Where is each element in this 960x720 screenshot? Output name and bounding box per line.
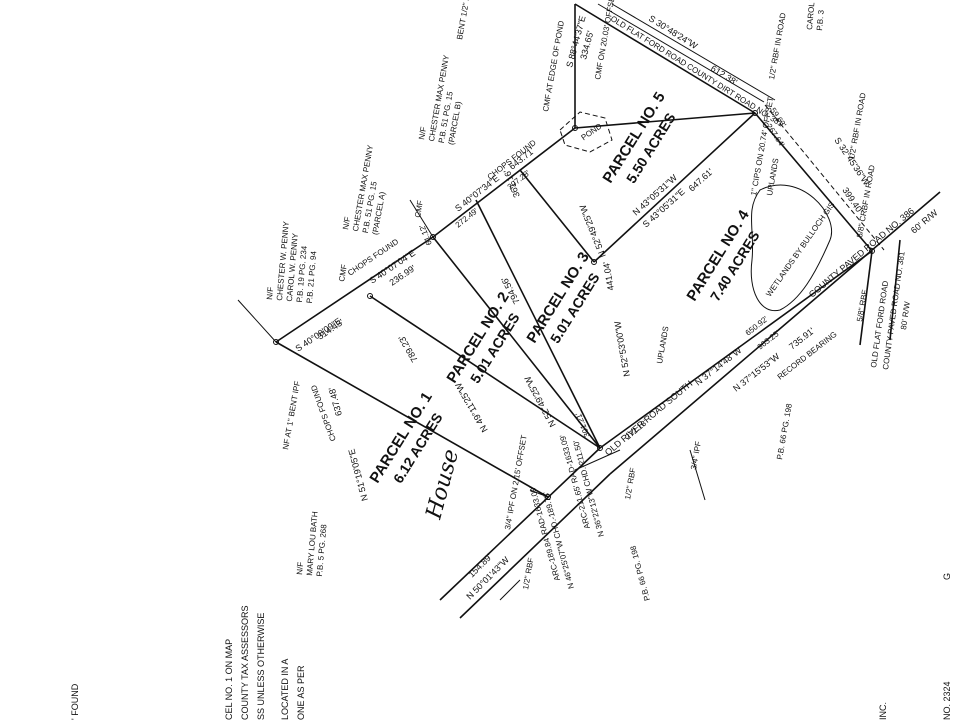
rbf-half-1: 1/2" RBF <box>521 557 535 590</box>
pb-66-2: P.B. 66 PG. 198 <box>628 544 652 602</box>
left-note-2: CEL NO. 1 ON MAP <box>224 639 234 720</box>
cmf-offset: CMF ON 20.03' OFFSET <box>593 0 617 80</box>
bearing-13: N 37°15'53"W <box>731 351 782 394</box>
cmf-1: CMF <box>337 264 349 283</box>
footer-no: NO. 2324 <box>942 681 952 720</box>
footer-g: G <box>942 573 952 580</box>
owner-3-label: N/F <box>417 126 428 140</box>
uplands-1: UPLANDS <box>655 326 670 365</box>
boundary-lines <box>237 3 941 619</box>
owner-4-label: N/F <box>295 561 305 575</box>
bearing-11: N 52°53'00"W <box>612 320 632 377</box>
footer: INC. NO. 2324 G <box>878 573 952 720</box>
dirt-road-label: OLD FLAT FORD ROAD COUNTY DIRT ROAD NO. … <box>609 14 785 129</box>
bearing-7: N 51°19'05"E <box>346 448 370 502</box>
left-note-6: ONE AS PER <box>296 665 306 720</box>
pond-label: POND <box>579 121 603 142</box>
distance-8: 789.23' <box>396 333 419 364</box>
house-handwriting: House <box>421 447 464 523</box>
owner-5-pb1: P.B. 3 <box>815 9 826 31</box>
footer-inc: INC. <box>878 702 888 720</box>
row-80-label: 80' R/W <box>899 301 912 331</box>
owner-1-label: N/F <box>265 286 275 300</box>
monuments <box>273 110 875 500</box>
rbf-half-2: 1/2" RBF <box>623 467 637 500</box>
ipf-offset: 3/4" IPF ON 2.15' OFFSET <box>503 434 529 530</box>
bent-rbf: BENT 1/2" RBF 0.97' NORTHEAST <box>455 0 486 40</box>
bearing-10: N 52°49'25"W <box>577 203 607 259</box>
pb-66-1: P.B. 66 PG. 198 <box>775 402 794 460</box>
rbf-half-road-2: 1/2" RBF IN ROAD <box>847 92 868 160</box>
distance-7: 637.48' <box>327 386 344 417</box>
left-note-4: SS UNLESS OTHERWISE <box>256 613 266 720</box>
left-note-5: LOCATED IN A <box>280 659 290 720</box>
bearing-8: N 49°11'25"W <box>453 381 490 434</box>
owner-2-label: N/F <box>341 216 352 230</box>
rbf-half-road-1: 1/2" RBF IN ROAD <box>767 12 788 80</box>
cmf-2: CMF <box>413 200 425 219</box>
rbf-58: 5/8" RBF <box>855 289 869 322</box>
owner-5-name: CAROL W. <box>805 0 817 30</box>
cmf-pond: CMF AT EDGE OF POND <box>541 20 566 113</box>
ipf-34: 3/4" IPF <box>689 440 703 470</box>
curve-data: ARC-211.65' RAD-1633.09' N 36°22'13"W CH… <box>528 433 606 590</box>
uplands-2: UPLANDS <box>765 158 780 197</box>
left-note-3: COUNTY TAX ASSESSORS <box>240 605 250 720</box>
left-notes: ' FOUND CEL NO. 1 ON MAP COUNTY TAX ASSE… <box>70 605 306 720</box>
pond: POND <box>559 111 613 153</box>
left-note-1: ' FOUND <box>70 683 80 720</box>
nf-bent-ipf: NF AT 1" BENT IPF <box>281 380 302 450</box>
river-road-label: OLD RIVER ROAD SOUTH <box>603 379 694 458</box>
distance-6: 647.61' <box>687 166 716 193</box>
bearing-9: N 52°49'25"W <box>522 374 557 429</box>
distance-11: 441.04' <box>601 261 616 292</box>
